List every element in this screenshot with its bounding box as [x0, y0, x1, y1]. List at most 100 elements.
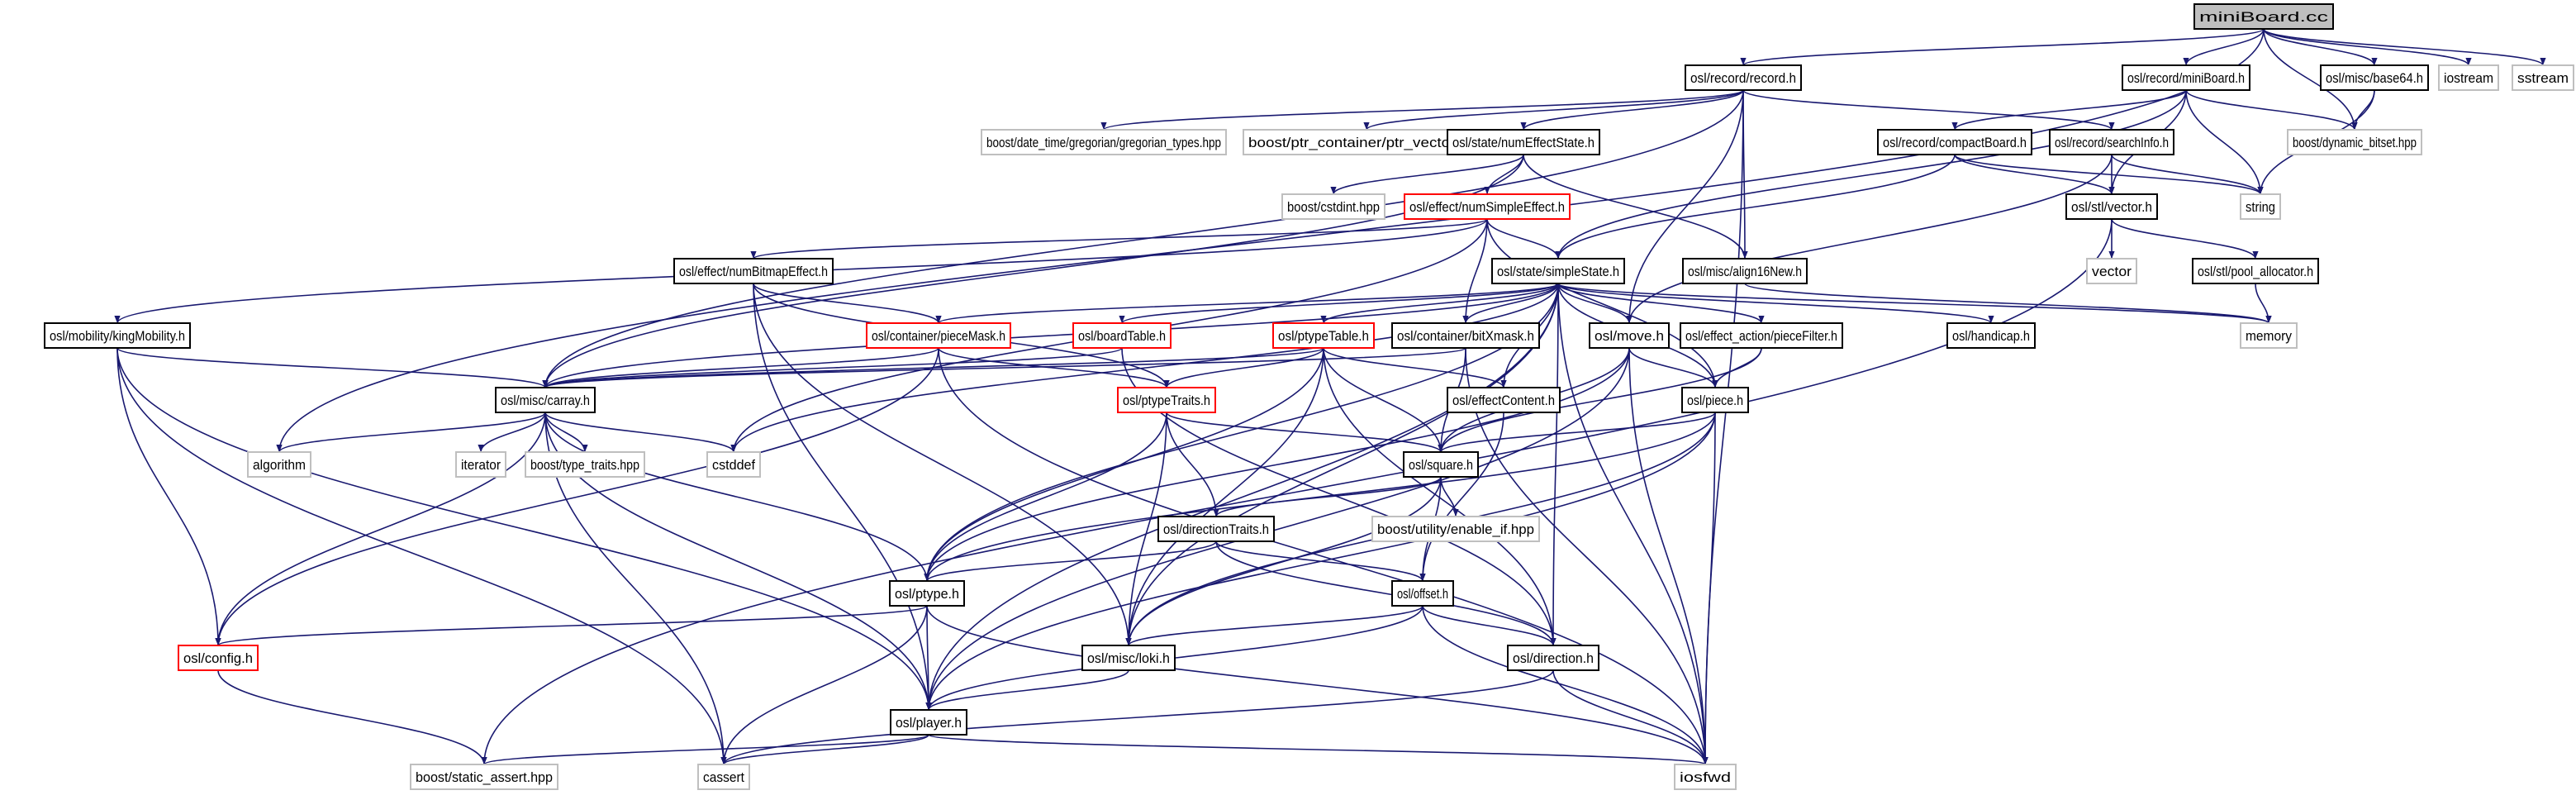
- node-cassert: cassert: [697, 764, 750, 790]
- edge-numSimpleEffect-to-numBitmapEffect: [750, 218, 1488, 260]
- edge-ptype-to-iosfwd: [926, 605, 1709, 765]
- node-box: [1403, 451, 1479, 478]
- node-numEffectState[interactable]: osl/state/numEffectState.h: [1447, 129, 1600, 155]
- node-pool[interactable]: osl/stl/pool_allocator.h: [2192, 258, 2319, 284]
- edge-offset-to-iosfwd: [1422, 605, 1709, 765]
- node-ptypeTraits[interactable]: osl/ptypeTraits.h: [1117, 387, 1216, 413]
- edge-record-to-move: [1626, 89, 1744, 324]
- node-box: [2512, 64, 2574, 91]
- node-offset[interactable]: osl/offset.h: [1391, 580, 1454, 607]
- node-label: boost/date_time/gregorian/gregorian_type…: [986, 135, 1221, 150]
- node-compactBoard[interactable]: osl/record/compactBoard.h: [1877, 129, 2032, 155]
- node-box: [2122, 64, 2250, 91]
- edge-simpleState-to-player: [925, 283, 1559, 711]
- node-numBitmapEffect[interactable]: osl/effect/numBitmapEffect.h: [673, 258, 834, 284]
- edge-ptypeTable-to-carray: [542, 347, 1324, 388]
- edge-move-to-iosfwd: [1628, 347, 1709, 765]
- edge-numSimpleEffect-to-piece: [1486, 218, 1718, 388]
- node-kingMobility[interactable]: osl/mobility/kingMobility.h: [44, 322, 191, 349]
- node-simpleState[interactable]: osl/state/simpleState.h: [1491, 258, 1625, 284]
- node-iterator: iterator: [455, 451, 506, 478]
- node-config[interactable]: osl/config.h: [178, 645, 259, 671]
- node-label: osl/container/bitXmask.h: [1397, 328, 1534, 344]
- node-label: boost/utility/enable_if.hpp: [1377, 521, 1534, 537]
- edge-root-to-sstream: [2263, 28, 2546, 66]
- edge-simpleState-to-carray: [542, 283, 1559, 388]
- node-box: [1072, 322, 1172, 349]
- node-box: [44, 322, 191, 349]
- node-label: string: [2246, 199, 2275, 215]
- node-record[interactable]: osl/record/record.h: [1685, 64, 1802, 91]
- node-box: [455, 451, 506, 478]
- node-pieceFilter[interactable]: osl/effect_action/pieceFilter.h: [1680, 322, 1843, 349]
- edge-numSimpleEffect-to-simpleState: [1486, 218, 1561, 260]
- node-loki[interactable]: osl/misc/loki.h: [1081, 645, 1176, 671]
- node-label: boost/type_traits.hpp: [530, 457, 639, 473]
- edge-simpleState-to-memory: [1557, 283, 2272, 324]
- node-label: osl/directionTraits.h: [1163, 521, 1269, 537]
- node-root[interactable]: miniBoard.cc: [2193, 3, 2334, 30]
- node-box: [1272, 322, 1375, 349]
- node-align16New[interactable]: osl/misc/align16New.h: [1682, 258, 1808, 284]
- node-numSimpleEffect[interactable]: osl/effect/numSimpleEffect.h: [1404, 193, 1571, 220]
- edge-kingMobility-to-cassert: [116, 347, 727, 765]
- node-miniBoardh[interactable]: osl/record/miniBoard.h: [2122, 64, 2250, 91]
- edge-carray-to-ptype: [544, 412, 930, 582]
- node-label: iosfwd: [1680, 769, 1731, 785]
- edge-ptypeTable-to-ptype: [924, 347, 1324, 582]
- edge-record-to-numEffectState: [1520, 89, 1744, 131]
- node-label: osl/record/record.h: [1690, 70, 1796, 86]
- edges-layer: [114, 28, 2546, 765]
- node-vector: vector: [2086, 258, 2137, 284]
- node-vectorh[interactable]: osl/stl/vector.h: [2065, 193, 2158, 220]
- edge-root-to-dynbitset: [2263, 28, 2358, 131]
- edge-compactBoard-to-vectorh: [1954, 154, 2115, 195]
- node-directionTraits[interactable]: osl/directionTraits.h: [1157, 516, 1275, 542]
- node-box: [2320, 64, 2429, 91]
- edge-root-to-algorithm: [276, 28, 2265, 453]
- node-memory: memory: [2240, 322, 2298, 349]
- edge-carray-to-iterator: [478, 412, 546, 453]
- node-move[interactable]: osl/move.h: [1589, 322, 1670, 349]
- node-ptype[interactable]: osl/ptype.h: [889, 580, 965, 607]
- node-piece[interactable]: osl/piece.h: [1681, 387, 1749, 413]
- node-direction[interactable]: osl/direction.h: [1507, 645, 1599, 671]
- node-effectContent[interactable]: osl/effectContent.h: [1447, 387, 1561, 413]
- node-label: osl/effect/numSimpleEffect.h: [1409, 199, 1565, 215]
- node-box: [178, 645, 259, 671]
- node-label: boost/dynamic_bitset.hpp: [2293, 135, 2417, 150]
- node-box: [2049, 129, 2174, 155]
- node-box: [1404, 193, 1571, 220]
- edge-numBitmapEffect-to-loki: [753, 283, 1132, 646]
- node-boardTable[interactable]: osl/boardTable.h: [1072, 322, 1172, 349]
- node-label: osl/stl/pool_allocator.h: [2198, 264, 2313, 279]
- edge-carray-to-config: [215, 412, 546, 646]
- node-box: [2438, 64, 2499, 91]
- node-box: [697, 764, 750, 790]
- node-label: boost/static_assert.hpp: [416, 769, 553, 785]
- edge-piece-to-ptype: [924, 412, 1716, 582]
- node-base64[interactable]: osl/misc/base64.h: [2320, 64, 2429, 91]
- node-box: [2287, 129, 2422, 155]
- node-carray[interactable]: osl/misc/carray.h: [495, 387, 596, 413]
- node-handicap[interactable]: osl/handicap.h: [1946, 322, 2036, 349]
- edge-pieceMask-to-carray: [542, 347, 939, 388]
- node-greg: boost/date_time/gregorian/gregorian_type…: [981, 129, 1227, 155]
- node-cstdint: boost/cstdint.hpp: [1281, 193, 1385, 220]
- node-label: osl/move.h: [1595, 328, 1664, 344]
- edge-carray-to-algorithm: [276, 412, 546, 453]
- node-bitXmask[interactable]: osl/container/bitXmask.h: [1391, 322, 1540, 349]
- node-square[interactable]: osl/square.h: [1403, 451, 1479, 478]
- edge-player-to-cassert: [720, 734, 929, 765]
- node-player[interactable]: osl/player.h: [890, 709, 967, 736]
- edge-numEffectState-to-align16New: [1523, 154, 1748, 260]
- node-searchInfo[interactable]: osl/record/searchInfo.h: [2049, 129, 2174, 155]
- node-box: [2240, 193, 2281, 220]
- edge-miniBoardh-to-simpleState: [1555, 89, 2187, 260]
- node-pieceMask[interactable]: osl/container/pieceMask.h: [866, 322, 1011, 349]
- node-label: vector: [2092, 264, 2132, 279]
- node-label: osl/piece.h: [1687, 393, 1743, 408]
- node-ptypeTable[interactable]: osl/ptypeTable.h: [1272, 322, 1375, 349]
- node-label: osl/offset.h: [1397, 586, 1448, 602]
- edge-ptype-to-config: [215, 605, 928, 646]
